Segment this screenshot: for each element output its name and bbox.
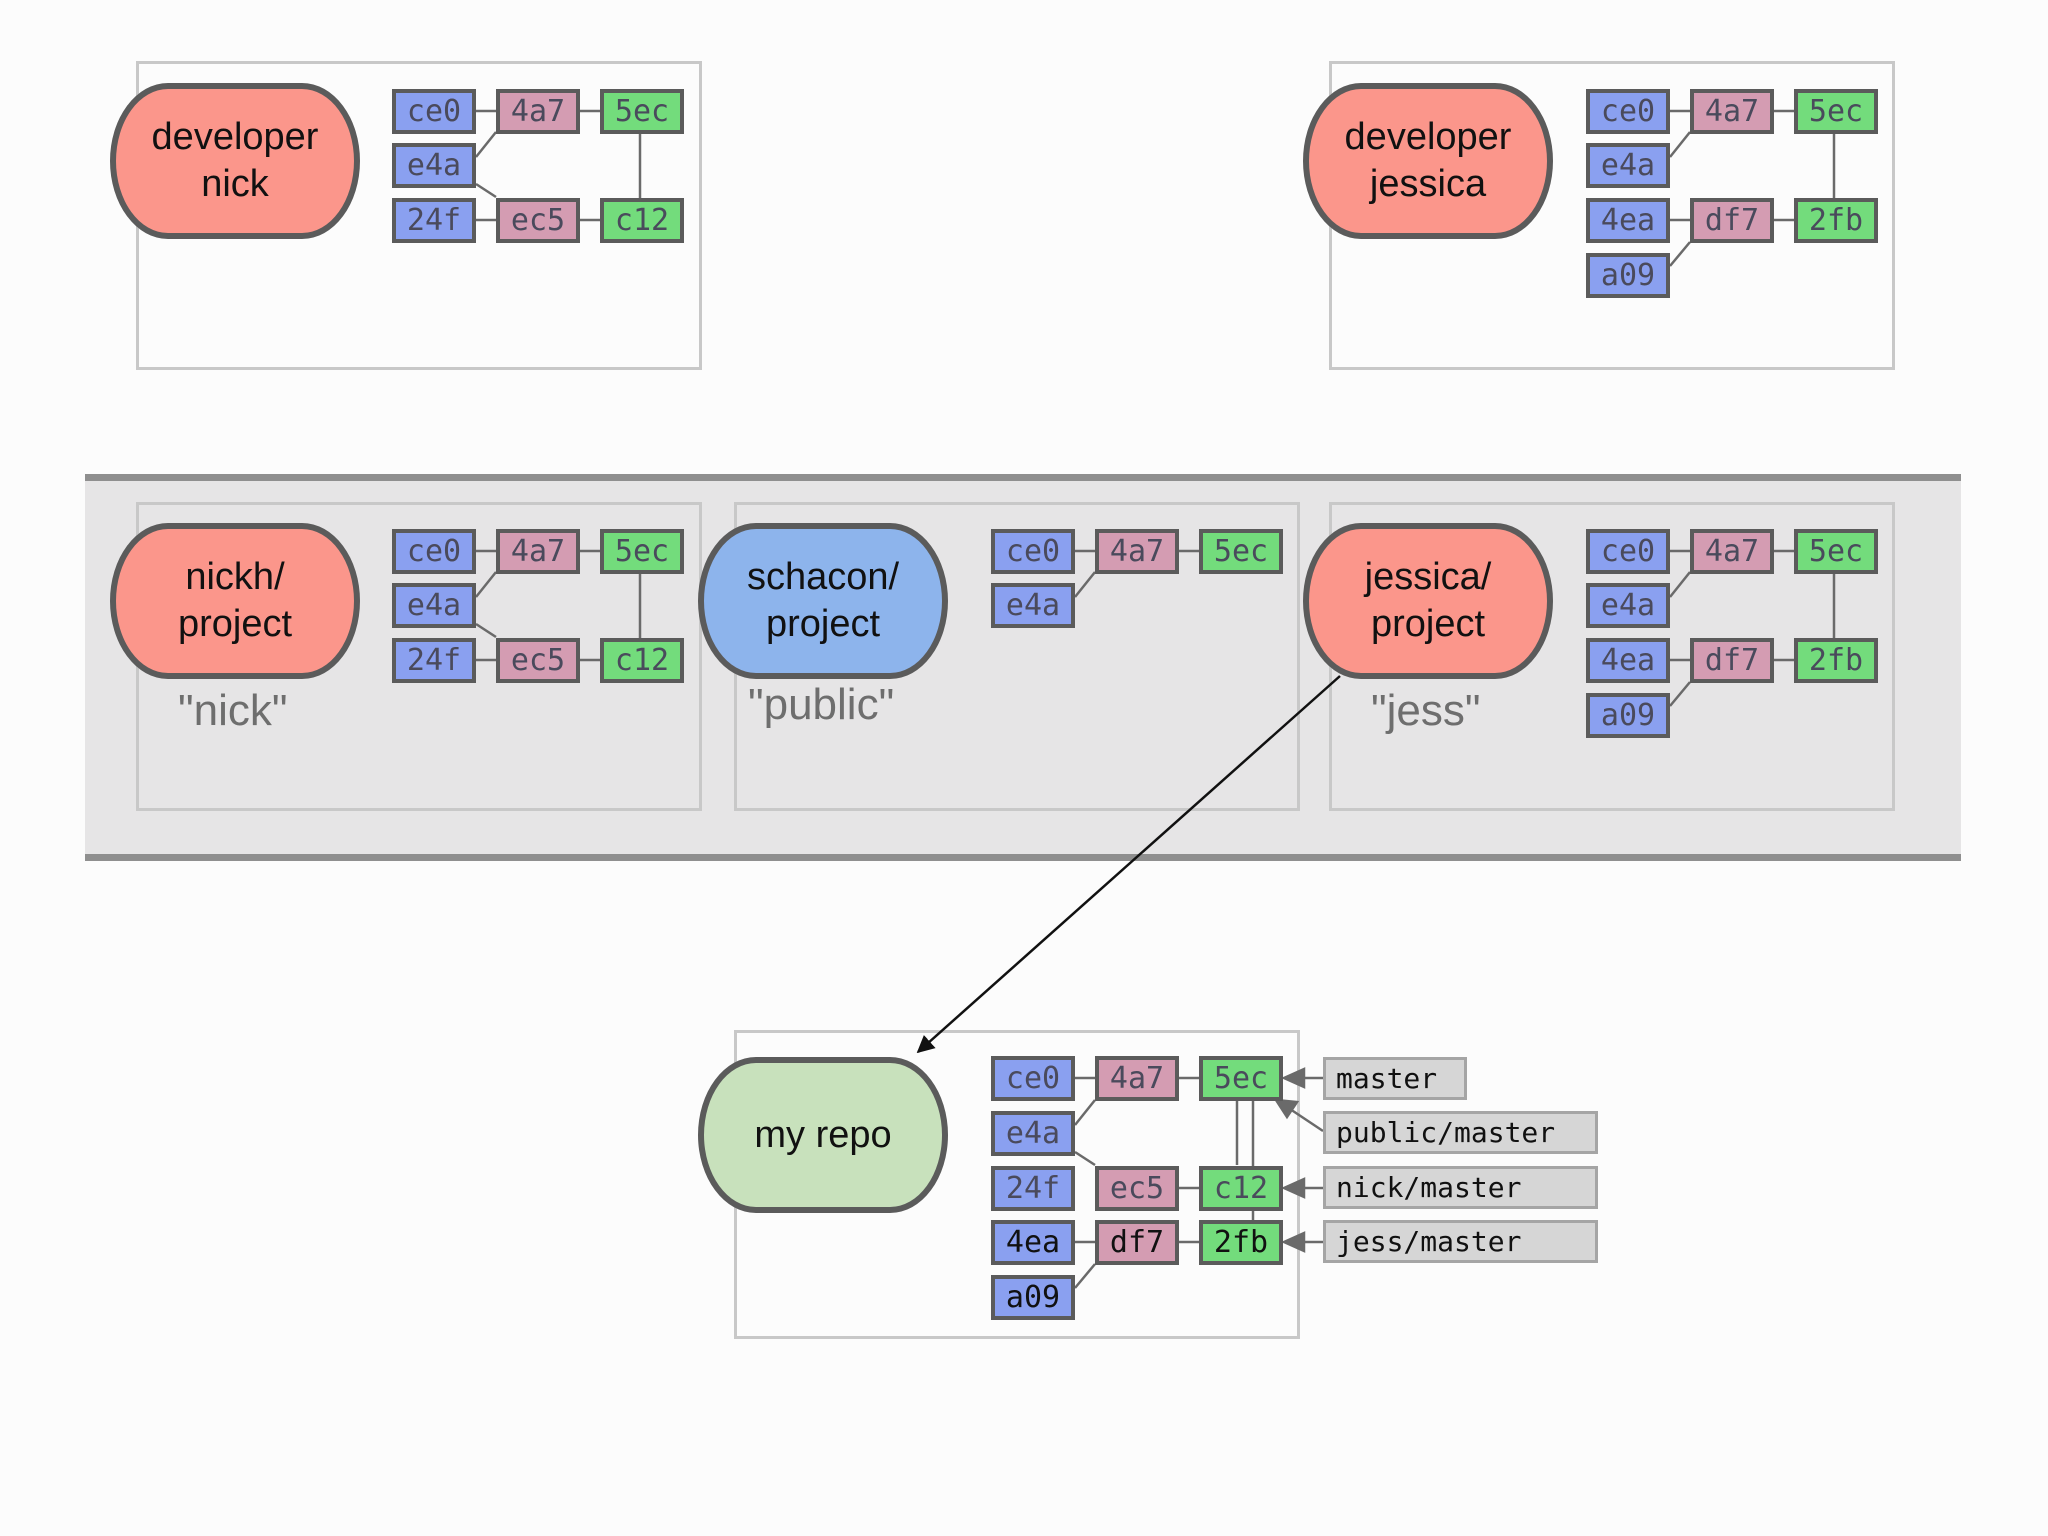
commit-4ea: 4ea <box>1586 198 1670 243</box>
commit-5ec: 5ec <box>600 529 684 574</box>
ref-nick-master: nick/master <box>1323 1166 1598 1209</box>
ref-public-master: public/master <box>1323 1111 1598 1154</box>
commit-4a7: 4a7 <box>496 529 580 574</box>
commit-ce0: ce0 <box>991 1056 1075 1101</box>
node-schacon-project: schacon/ project <box>698 523 948 679</box>
commit-df7: df7 <box>1690 638 1774 683</box>
commit-e4a: e4a <box>991 1111 1075 1156</box>
commit-4a7: 4a7 <box>1690 529 1774 574</box>
commit-5ec: 5ec <box>1794 529 1878 574</box>
node-developer-nick: developer nick <box>110 83 360 239</box>
commit-e4a: e4a <box>392 583 476 628</box>
commit-24f: 24f <box>991 1166 1075 1211</box>
commit-4a7: 4a7 <box>1690 89 1774 134</box>
node-developer-jessica: developer jessica <box>1303 83 1553 239</box>
commit-5ec: 5ec <box>600 89 684 134</box>
commit-c12: c12 <box>600 638 684 683</box>
node-my-repo: my repo <box>698 1057 948 1213</box>
commit-ce0: ce0 <box>392 529 476 574</box>
ref-jess-master: jess/master <box>1323 1220 1598 1263</box>
commit-5ec: 5ec <box>1199 1056 1283 1101</box>
commit-5ec: 5ec <box>1794 89 1878 134</box>
commit-ec5: ec5 <box>496 638 580 683</box>
commit-24f: 24f <box>392 198 476 243</box>
commit-4a7: 4a7 <box>1095 1056 1179 1101</box>
commit-4ea: 4ea <box>1586 638 1670 683</box>
commit-e4a: e4a <box>1586 583 1670 628</box>
ref-master: master <box>1323 1057 1467 1100</box>
commit-ce0: ce0 <box>392 89 476 134</box>
commit-4a7: 4a7 <box>1095 529 1179 574</box>
commit-ec5: ec5 <box>1095 1166 1179 1211</box>
commit-ce0: ce0 <box>1586 89 1670 134</box>
remote-alias-public: "public" <box>748 680 895 729</box>
commit-a09: a09 <box>1586 253 1670 298</box>
node-jessica-project: jessica/ project <box>1303 523 1553 679</box>
commit-a09: a09 <box>1586 693 1670 738</box>
commit-2fb: 2fb <box>1794 198 1878 243</box>
commit-5ec: 5ec <box>1199 529 1283 574</box>
remote-alias-jess: "jess" <box>1371 686 1481 735</box>
commit-c12: c12 <box>600 198 684 243</box>
remote-alias-nick: "nick" <box>178 686 288 735</box>
commit-2fb: 2fb <box>1199 1220 1283 1265</box>
commit-ce0: ce0 <box>991 529 1075 574</box>
commit-ec5: ec5 <box>496 198 580 243</box>
node-nickh-project: nickh/ project <box>110 523 360 679</box>
commit-4a7: 4a7 <box>496 89 580 134</box>
commit-ce0: ce0 <box>1586 529 1670 574</box>
commit-4ea: 4ea <box>991 1220 1075 1265</box>
commit-e4a: e4a <box>1586 143 1670 188</box>
commit-e4a: e4a <box>392 143 476 188</box>
commit-e4a: e4a <box>991 583 1075 628</box>
commit-2fb: 2fb <box>1794 638 1878 683</box>
commit-24f: 24f <box>392 638 476 683</box>
commit-a09: a09 <box>991 1275 1075 1320</box>
commit-df7: df7 <box>1690 198 1774 243</box>
commit-c12: c12 <box>1199 1166 1283 1211</box>
commit-df7: df7 <box>1095 1220 1179 1265</box>
